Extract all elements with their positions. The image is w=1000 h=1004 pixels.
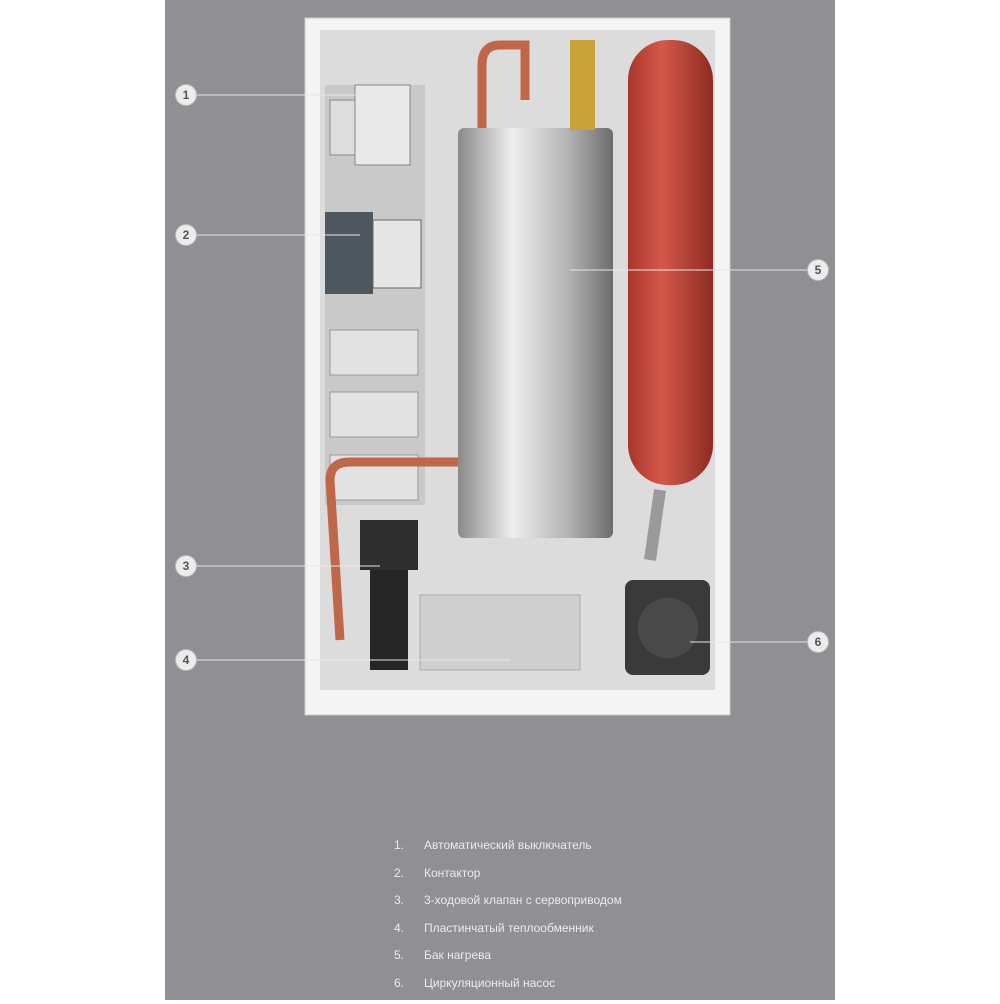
legend-item: 3.3-ходовой клапан с сервоприводом: [394, 893, 622, 908]
tank-top-fitting: [570, 40, 595, 130]
heating-tank: [458, 128, 613, 538]
legend-item: 5.Бак нагрева: [394, 948, 492, 963]
callout-3: 3: [176, 556, 196, 576]
relay-blocks: [329, 329, 419, 501]
legend-item: 2.Контактор: [394, 865, 481, 880]
callout-6: 6: [808, 632, 828, 652]
plate-heat-exchanger: [419, 594, 581, 671]
legend: 1.Автоматический выключатель 2.Контактор…: [394, 838, 622, 1004]
pump-pipe: [644, 489, 666, 561]
callout-lines: [196, 94, 808, 661]
callout-4: 4: [176, 650, 196, 670]
three-way-valve: [360, 520, 418, 670]
callout-2: 2: [176, 225, 196, 245]
circuit-breaker: [329, 84, 411, 166]
circulation-pump: [625, 580, 710, 675]
callout-1: 1: [176, 85, 196, 105]
legend-item: 4.Пластинчатый теплообменник: [394, 920, 594, 935]
callout-5: 5: [808, 260, 828, 280]
contactor: [325, 212, 422, 294]
expansion-vessel: [628, 40, 713, 485]
legend-item: 6.Циркуляционный насос: [394, 975, 556, 990]
legend-item: 1.Автоматический выключатель: [394, 838, 592, 852]
